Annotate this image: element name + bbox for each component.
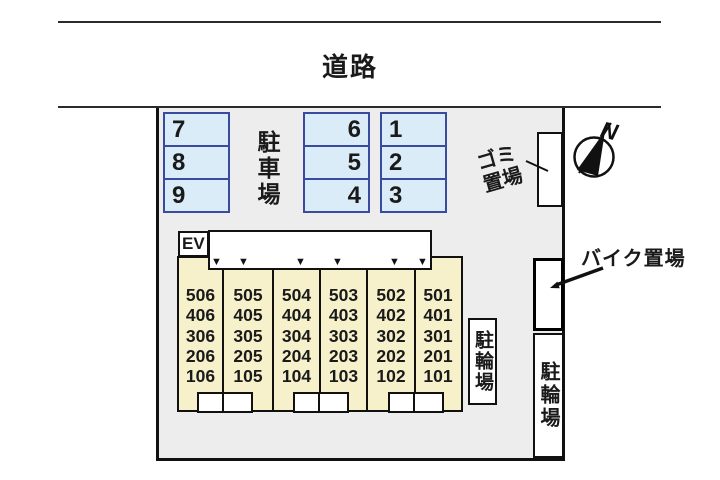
room-number: 104 — [281, 366, 312, 387]
room-number: 304 — [281, 325, 312, 346]
corridor — [208, 230, 432, 270]
parking-group-east: 1 2 3 — [380, 112, 447, 213]
entrance-marker-icon: ▼ — [238, 256, 249, 268]
entrance-marker-icon: ▼ — [417, 256, 428, 268]
column-divider — [319, 258, 321, 410]
room-number: 202 — [376, 345, 406, 366]
room-number: 303 — [328, 325, 359, 346]
room-number: 206 — [185, 345, 216, 366]
column-divider — [366, 258, 368, 410]
parking-group-west: 7 8 9 — [163, 112, 230, 213]
room-number: 201 — [423, 345, 453, 366]
room-column: 505 405 305 205 105 — [224, 258, 272, 437]
room-column: 506 406 306 206 106 — [179, 258, 222, 437]
bicycle-parking-label: 駐輪場 — [472, 330, 493, 393]
room-number: 505 — [233, 285, 263, 305]
room-column: 502 402 302 202 102 — [368, 258, 414, 437]
room-number: 503 — [328, 285, 359, 305]
garbage-area-box — [537, 132, 563, 207]
room-number: 106 — [185, 366, 216, 387]
bicycle-parking-label: 駐輪場 — [537, 361, 559, 430]
parking-lot-label: 駐車場 — [254, 130, 280, 208]
room-number: 102 — [376, 366, 406, 387]
parking-group-center: 6 5 4 — [303, 112, 370, 213]
column-divider — [272, 258, 274, 410]
parking-space: 7 — [163, 112, 230, 147]
room-number: 301 — [423, 325, 453, 346]
entrance-marker-icon: ▼ — [332, 256, 343, 268]
bike-storage-label: バイク置場 — [581, 248, 686, 270]
room-number: 204 — [281, 345, 312, 366]
column-divider — [414, 258, 416, 410]
north-label: N — [598, 116, 621, 145]
column-divider — [222, 258, 224, 410]
room-number: 103 — [328, 366, 359, 387]
stair-box — [222, 392, 253, 413]
room-number: 305 — [233, 325, 263, 346]
room-number: 502 — [376, 285, 406, 305]
bike-storage-arrowhead — [550, 281, 560, 289]
elevator-box: EV — [178, 231, 209, 257]
compass-icon: N — [573, 116, 621, 178]
room-number: 404 — [281, 305, 312, 326]
room-column: 501 401 301 201 101 — [416, 258, 460, 437]
parking-space: 4 — [303, 178, 370, 213]
room-number: 506 — [185, 285, 216, 305]
room-column: 503 403 303 203 103 — [321, 258, 366, 437]
entrance-marker-icon: ▼ — [295, 256, 306, 268]
room-number: 105 — [233, 366, 263, 387]
stair-box — [413, 392, 444, 413]
room-number: 101 — [423, 366, 453, 387]
room-number: 205 — [233, 345, 263, 366]
elevator-label: EV — [182, 234, 205, 253]
entrance-marker-icon: ▼ — [389, 256, 400, 268]
building: 506 406 306 206 106 505 405 305 205 105 … — [177, 256, 463, 413]
road-edge-top — [58, 21, 661, 23]
room-number: 501 — [423, 285, 453, 305]
entrance-marker-icon: ▼ — [211, 256, 222, 268]
room-number: 203 — [328, 345, 359, 366]
bicycle-parking-box-inner: 駐輪場 — [468, 318, 497, 405]
parking-space: 3 — [380, 178, 447, 213]
room-number: 403 — [328, 305, 359, 326]
garbage-pointer-line — [525, 160, 549, 172]
room-number: 306 — [185, 325, 216, 346]
room-number: 401 — [423, 305, 453, 326]
road-edge-bottom — [58, 106, 661, 108]
parking-space: 9 — [163, 178, 230, 213]
bike-storage-arrow — [555, 266, 604, 287]
room-number: 504 — [281, 285, 312, 305]
room-column: 504 404 304 204 104 — [274, 258, 319, 437]
parking-space: 5 — [303, 145, 370, 180]
room-number: 406 — [185, 305, 216, 326]
room-number: 405 — [233, 305, 263, 326]
road-label: 道路 — [321, 52, 378, 82]
room-number: 302 — [376, 325, 406, 346]
bicycle-parking-box-outer: 駐輪場 — [533, 333, 564, 458]
stair-box — [318, 392, 349, 413]
bike-storage-box — [533, 258, 564, 331]
room-number: 402 — [376, 305, 406, 326]
